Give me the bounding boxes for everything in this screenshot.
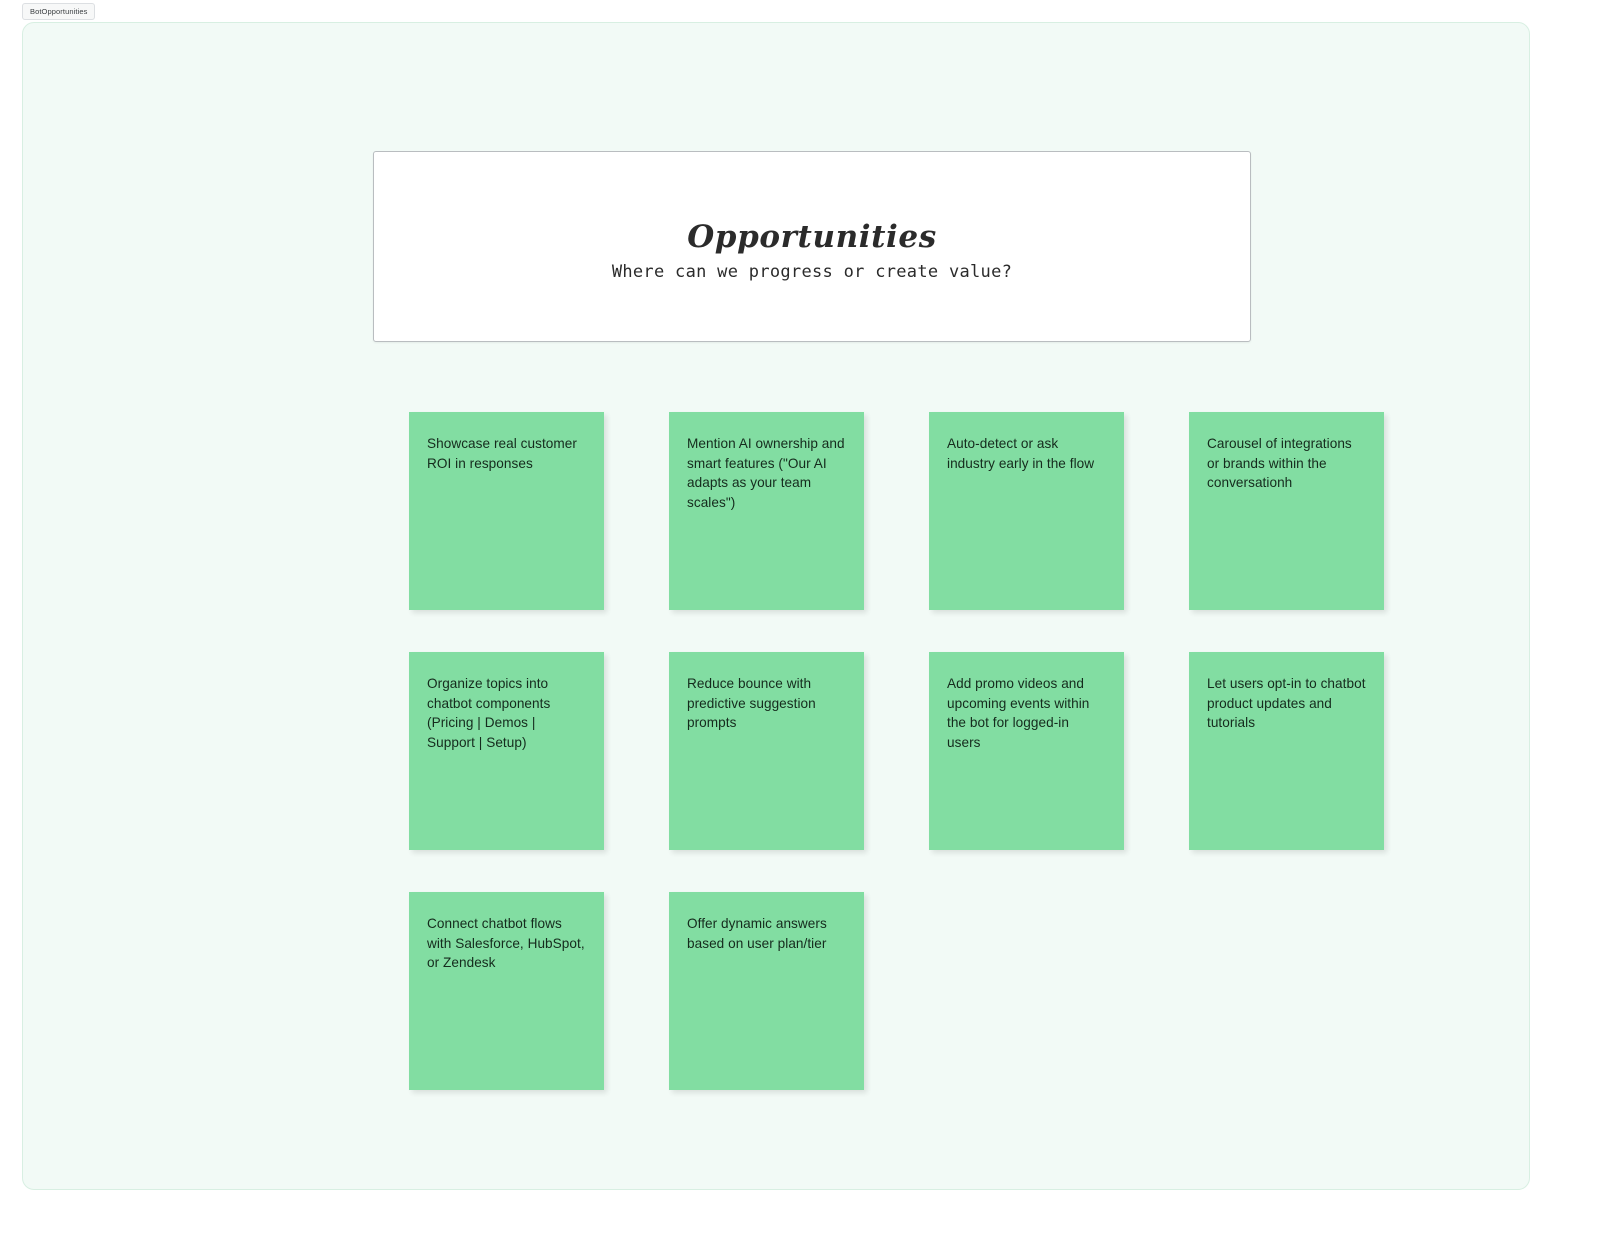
sticky-note-text: Offer dynamic answers based on user plan… <box>687 916 831 951</box>
sticky-note-text: Add promo videos and upcoming events wit… <box>947 676 1094 750</box>
sticky-note-text: Showcase real customer ROI in responses <box>427 436 581 471</box>
sticky-note-text: Connect chatbot flows with Salesforce, H… <box>427 916 589 971</box>
sticky-note[interactable]: Let users opt-in to chatbot product upda… <box>1189 652 1384 850</box>
sticky-note-text: Auto-detect or ask industry early in the… <box>947 436 1095 471</box>
sticky-note[interactable]: Add promo videos and upcoming events wit… <box>929 652 1124 850</box>
sticky-note-text: Let users opt-in to chatbot product upda… <box>1207 676 1370 731</box>
browser-tab-label: BotOpportunities <box>30 7 88 16</box>
sticky-note[interactable]: Carousel of integrations or brands withi… <box>1189 412 1384 610</box>
sticky-notes-grid: Showcase real customer ROI in responses … <box>409 412 1419 1090</box>
sticky-note[interactable]: Connect chatbot flows with Salesforce, H… <box>409 892 604 1090</box>
sticky-note[interactable]: Offer dynamic answers based on user plan… <box>669 892 864 1090</box>
sticky-note[interactable]: Mention AI ownership and smart features … <box>669 412 864 610</box>
sticky-note-text: Mention AI ownership and smart features … <box>687 436 849 510</box>
sticky-note-text: Organize topics into chatbot components … <box>427 676 555 750</box>
sticky-note-text: Carousel of integrations or brands withi… <box>1207 436 1356 491</box>
sticky-note[interactable]: Auto-detect or ask industry early in the… <box>929 412 1124 610</box>
browser-tab-strip: BotOpportunities <box>0 0 1600 21</box>
whiteboard-canvas[interactable]: Opportunities Where can we progress or c… <box>22 22 1530 1190</box>
sticky-note-text: Reduce bounce with predictive suggestion… <box>687 676 820 731</box>
sticky-note[interactable]: Reduce bounce with predictive suggestion… <box>669 652 864 850</box>
sticky-note[interactable]: Organize topics into chatbot components … <box>409 652 604 850</box>
browser-tab-bot-opportunities[interactable]: BotOpportunities <box>22 3 96 20</box>
page-subtitle: Where can we progress or create value? <box>611 262 1013 282</box>
sticky-note[interactable]: Showcase real customer ROI in responses <box>409 412 604 610</box>
board-header-card[interactable]: Opportunities Where can we progress or c… <box>373 151 1251 342</box>
page-title: Opportunities <box>687 219 937 255</box>
